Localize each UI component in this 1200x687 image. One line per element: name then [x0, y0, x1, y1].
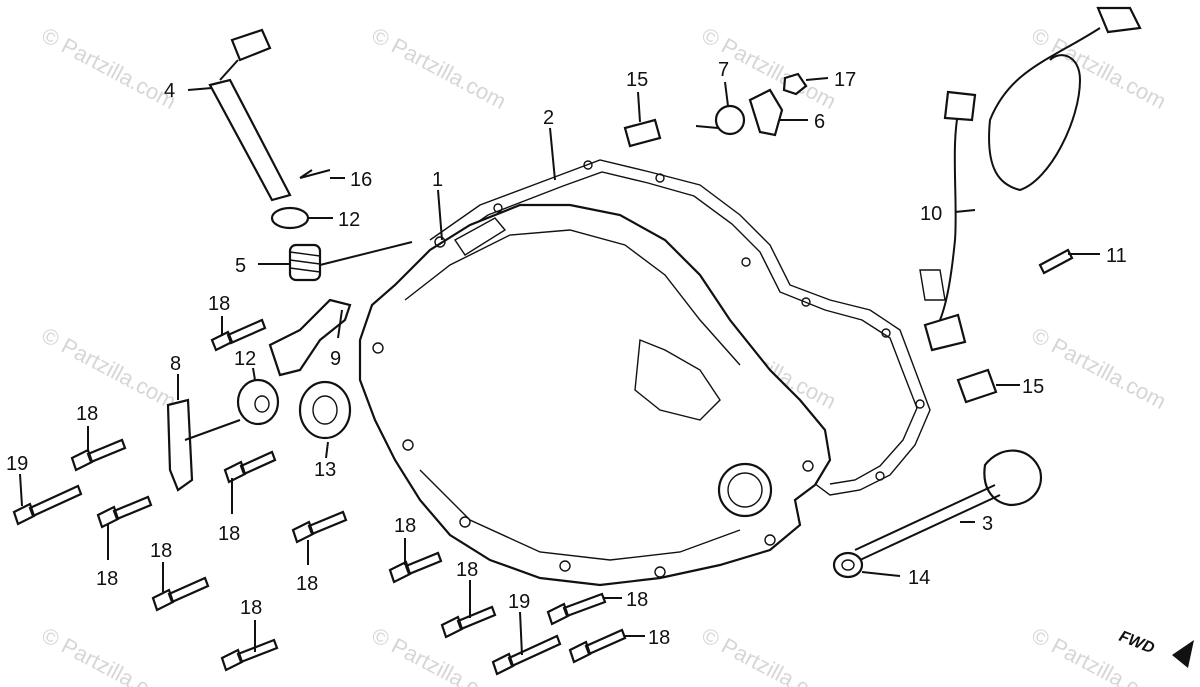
- callout-18: 18: [76, 403, 98, 425]
- callout-7: 7: [718, 59, 729, 81]
- callout-18: 18: [208, 293, 230, 315]
- watermark: © Partzilla.com: [368, 622, 511, 687]
- washer-part-12: [236, 378, 280, 426]
- shaft-part-4: [208, 28, 292, 202]
- crankcase-cover-rib: [634, 339, 721, 421]
- callout-12: 12: [234, 348, 256, 370]
- bolt-part-18: [291, 510, 348, 544]
- dipstick-part-3: [854, 449, 1043, 561]
- bolt-part-18: [546, 592, 607, 626]
- o-ring-part-14-inner: [841, 559, 855, 571]
- callout-6: 6: [814, 111, 825, 133]
- bolt-part-19: [491, 634, 562, 676]
- callout-11: 11: [1106, 245, 1127, 267]
- callout-18: 18: [394, 515, 416, 537]
- bolt-group: [12, 318, 627, 676]
- watermark: © Partzilla.com: [368, 22, 511, 114]
- watermark: © Partzilla.com: [1028, 22, 1171, 114]
- callout-18: 18: [150, 540, 172, 562]
- callout-2: 2: [543, 107, 554, 129]
- leader-lines: [19, 77, 1100, 656]
- bolt-part-18: [96, 495, 153, 529]
- callout-10: 10: [920, 203, 942, 225]
- seal-part-13: [298, 380, 352, 440]
- screw-part-11: [1038, 248, 1074, 275]
- cover-bolt-bosses: [372, 236, 814, 578]
- washer-part-12: [270, 206, 310, 230]
- watermark: © Partzilla.com: [38, 322, 181, 414]
- crankcase-cover-rib: [419, 469, 741, 561]
- nut-part-17: [782, 72, 808, 96]
- watermark: © Partzilla.com: [698, 622, 841, 687]
- spring-part-7-leg: [695, 125, 719, 129]
- watermark: © Partzilla.com: [1028, 322, 1171, 414]
- bolt-part-18: [223, 450, 277, 484]
- callout-4: 4: [164, 80, 175, 102]
- lever-part-8: [166, 398, 241, 492]
- bolt-part-18: [388, 551, 443, 584]
- o-ring-part-14: [832, 551, 864, 579]
- bolt-part-18: [151, 576, 210, 612]
- dowel-part-15: [956, 368, 998, 404]
- callout-18: 18: [218, 523, 240, 545]
- callout-15: 15: [626, 69, 648, 91]
- bolt-part-19: [12, 484, 83, 526]
- callout-9: 9: [330, 348, 341, 370]
- pin-part-16: [299, 169, 331, 179]
- callout-14: 14: [908, 567, 930, 589]
- seal-part-13-inner: [312, 395, 338, 425]
- callout-13: 13: [314, 459, 336, 481]
- callout-18: 18: [240, 597, 262, 619]
- spring-part-7: [714, 104, 746, 136]
- bolt-part-18: [70, 438, 127, 472]
- callout-18: 18: [456, 559, 478, 581]
- callout-19: 19: [6, 453, 28, 475]
- crankcase-cover-rib: [453, 217, 507, 256]
- arm-part-9: [268, 298, 352, 377]
- fwd-label: FWD: [1117, 628, 1158, 658]
- bolt-part-18: [440, 605, 497, 639]
- sensor-cable-part-10: [919, 6, 1142, 352]
- bolt-part-18: [220, 638, 279, 672]
- callout-8: 8: [170, 353, 181, 375]
- callout-15: 15: [1022, 376, 1044, 398]
- callout-1: 1: [432, 169, 443, 191]
- watermark: © Partzilla.com: [38, 622, 181, 687]
- callout-5: 5: [235, 255, 246, 277]
- bolt-part-18: [210, 318, 267, 352]
- dowel-part-15: [623, 118, 662, 148]
- gasket-part: [429, 159, 931, 496]
- callout-16: 16: [350, 169, 372, 191]
- forward-direction-arrow: FWD: [1117, 628, 1194, 668]
- bolt-part-18: [568, 628, 627, 664]
- callout-labels: 1 2 3 4 5 6 7 8 9 10 11 12 12 13 14 15 1…: [6, 59, 1127, 649]
- washer-part-12-hole: [254, 395, 270, 413]
- arrow-icon: [1172, 640, 1194, 668]
- oil-filler-hole-inner: [727, 472, 763, 508]
- cam-part-6: [748, 88, 784, 137]
- watermark: © Partzilla.com: [38, 22, 181, 114]
- crankcase-cover-part: [358, 203, 832, 587]
- spring-part-5: [288, 241, 413, 282]
- oil-filler-hole: [717, 462, 773, 518]
- callout-12: 12: [338, 209, 360, 231]
- callout-18: 18: [626, 589, 648, 611]
- crankcase-cover-rib: [404, 229, 741, 366]
- gasket-bolt-holes: [493, 160, 925, 481]
- callout-19: 19: [508, 591, 530, 613]
- callout-18: 18: [96, 568, 118, 590]
- callout-3: 3: [982, 513, 993, 535]
- callout-18: 18: [648, 627, 670, 649]
- callout-18: 18: [296, 573, 318, 595]
- callout-17: 17: [834, 69, 856, 91]
